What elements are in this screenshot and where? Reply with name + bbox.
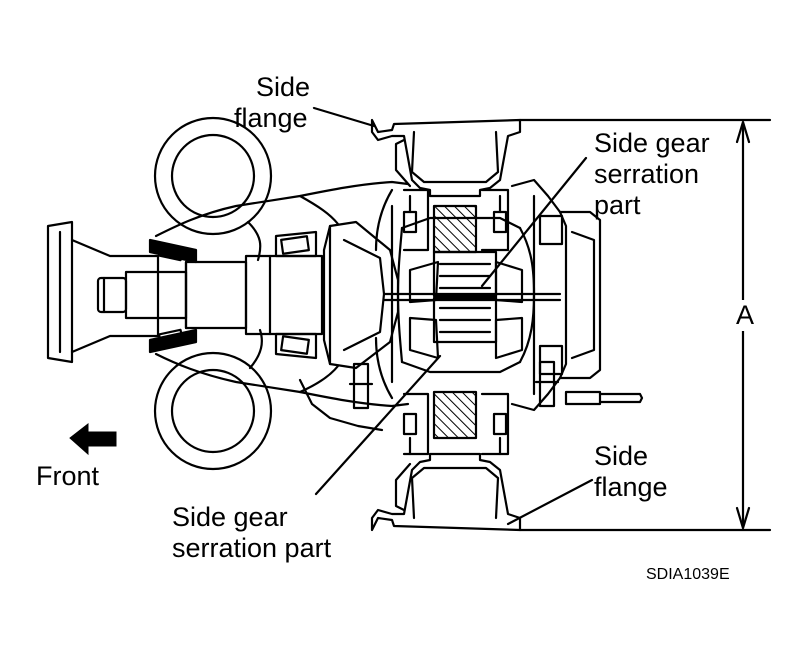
side-flange-upper — [370, 118, 522, 214]
side-gear-lower — [432, 296, 498, 344]
side-bearing-lower — [432, 390, 478, 440]
label-dimension-a: A — [736, 300, 755, 331]
label-line: Side gear — [594, 128, 710, 158]
label-line: part — [594, 190, 641, 220]
pinion-bearing-rear — [274, 230, 318, 360]
leader-side-flange-top — [312, 106, 376, 128]
breather-pin — [564, 390, 644, 406]
label-side-gear-serration-bottom: Side gear serration part — [172, 502, 331, 564]
leader-side-gear-right — [480, 156, 588, 288]
label-line: Side — [256, 72, 311, 102]
pinion-shaft — [96, 254, 324, 336]
upper-mount-boss — [153, 116, 273, 262]
rear-cover — [510, 178, 602, 412]
leader-side-gear-bottom — [314, 354, 442, 496]
side-gear-upper — [432, 250, 498, 298]
label-line: flange — [594, 472, 668, 502]
label-line: serration — [594, 159, 700, 189]
side-flange-lower — [370, 436, 522, 532]
label-line: Side — [594, 441, 649, 471]
label-line: Front — [36, 461, 100, 491]
label-side-flange-bottom: Side flange — [594, 441, 668, 503]
side-bearing-upper — [432, 204, 478, 254]
leader-side-flange-bottom — [506, 478, 594, 526]
label-line: flange — [234, 103, 308, 133]
gear-carrier-housing — [154, 180, 410, 432]
label-line: serration part — [172, 533, 332, 563]
label-side-gear-serration-right: Side gear serration part — [594, 128, 710, 221]
lower-mount-boss — [153, 328, 273, 471]
figure-code: SDIA1039E — [646, 566, 730, 583]
pinion-bearing-front — [148, 238, 198, 354]
label-line: A — [736, 300, 755, 330]
bearing-retainers — [348, 188, 560, 456]
label-side-flange-top: Side flange — [234, 72, 310, 134]
companion-flange — [46, 220, 160, 364]
arrow-left-icon — [69, 422, 117, 456]
label-front: Front — [36, 461, 99, 492]
label-line: Side gear — [172, 502, 288, 532]
